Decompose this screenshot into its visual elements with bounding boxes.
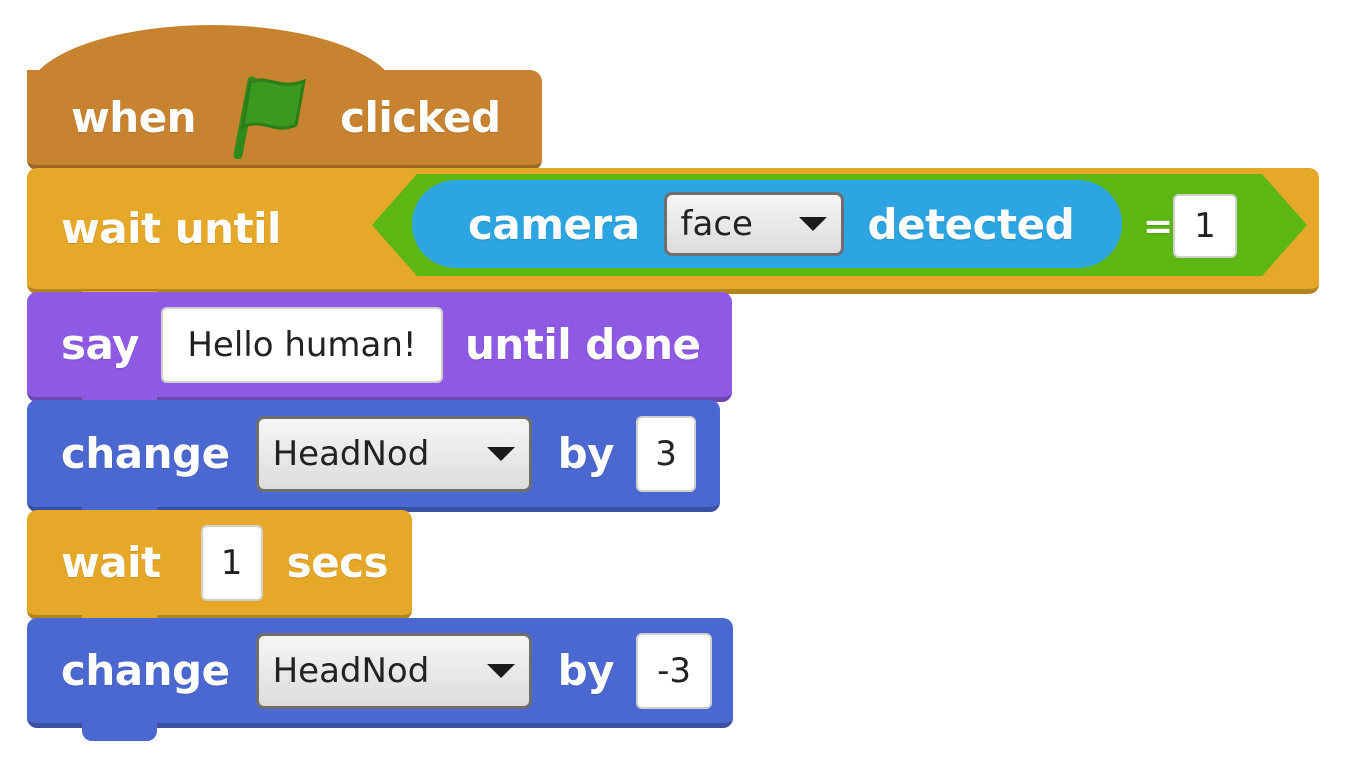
wait-label: wait — [61, 538, 161, 587]
wait-until-label: wait until — [61, 204, 281, 253]
camera-label: camera — [468, 199, 640, 249]
wait-seconds-block[interactable]: wait 1 secs — [27, 510, 412, 633]
variable-dropdown[interactable]: HeadNod — [255, 632, 532, 709]
change-variable-block[interactable]: change HeadNod by 3 — [27, 400, 720, 525]
clicked-label: clicked — [340, 93, 501, 142]
chevron-down-icon — [486, 663, 515, 678]
variable-dropdown[interactable]: HeadNod — [255, 415, 532, 492]
say-until-done-block[interactable]: say Hello human! until done — [27, 292, 732, 415]
variable-dropdown-value: HeadNod — [272, 650, 430, 691]
variable-dropdown-value: HeadNod — [272, 433, 430, 474]
camera-target-dropdown[interactable]: face — [663, 192, 844, 256]
green-flag-icon — [218, 67, 310, 169]
chevron-down-icon — [486, 446, 515, 461]
camera-target-value: face — [680, 204, 753, 244]
wait-seconds-input[interactable]: 1 — [200, 524, 263, 601]
when-flag-clicked-block[interactable]: when clicked — [27, 70, 542, 170]
say-message-input[interactable]: Hello human! — [160, 306, 443, 383]
until-done-label: until done — [464, 320, 701, 369]
wait-until-block[interactable]: wait until camera face detected = 1 — [27, 168, 1319, 309]
by-label: by — [557, 646, 615, 695]
change-label: change — [61, 646, 230, 695]
compare-value-input[interactable]: 1 — [1173, 194, 1237, 258]
equals-sign: = — [1143, 206, 1173, 247]
change-label: change — [61, 429, 230, 478]
when-label: when — [71, 93, 197, 142]
camera-detected-block[interactable]: camera face detected — [412, 180, 1122, 268]
change-variable-block[interactable]: change HeadNod by -3 — [27, 618, 733, 741]
by-label: by — [557, 429, 615, 478]
detected-label: detected — [867, 199, 1075, 249]
change-amount-input[interactable]: 3 — [636, 415, 697, 492]
secs-label: secs — [286, 538, 389, 587]
say-label: say — [61, 320, 139, 369]
block-notch — [82, 723, 157, 741]
chevron-down-icon — [798, 217, 827, 231]
change-amount-input[interactable]: -3 — [636, 632, 713, 709]
